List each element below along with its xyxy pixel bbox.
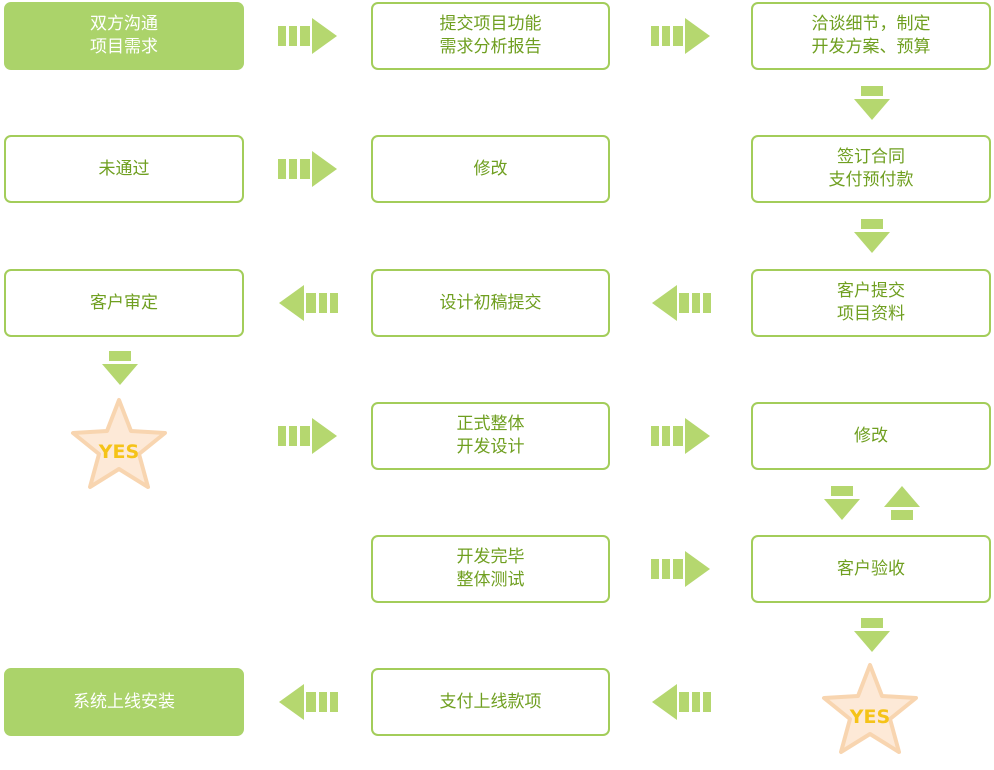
arrow-down-icon [824, 486, 860, 520]
step-formal-development: 正式整体 开发设计 [371, 402, 610, 470]
step-final-payment: 支付上线款项 [371, 668, 610, 736]
arrow-left-icon [652, 684, 711, 720]
step-modify: 修改 [371, 135, 610, 203]
step-not-passed: 未通过 [4, 135, 244, 203]
decision-yes-label-2: YES [849, 706, 890, 728]
arrow-right-icon [651, 551, 710, 587]
decision-yes-star-icon-2: YES [822, 663, 918, 754]
arrow-right-icon [278, 418, 337, 454]
step-modify-2: 修改 [751, 402, 991, 470]
arrow-down-icon [854, 86, 890, 120]
arrow-down-icon [854, 219, 890, 253]
arrow-down-icon [102, 351, 138, 385]
step-submit-requirements-report: 提交项目功能 需求分析报告 [371, 2, 610, 70]
arrow-left-icon [652, 285, 711, 321]
arrow-left-icon [279, 285, 338, 321]
arrow-left-icon [279, 684, 338, 720]
arrow-right-icon [278, 151, 337, 187]
step-communicate-requirements: 双方沟通 项目需求 [4, 2, 244, 70]
step-system-install: 系统上线安装 [4, 668, 244, 736]
arrow-right-icon [278, 18, 337, 54]
step-negotiate-plan-budget: 洽谈细节，制定 开发方案、预算 [751, 2, 991, 70]
step-customer-acceptance: 客户验收 [751, 535, 991, 603]
decision-yes-star-icon: YES [71, 398, 167, 489]
step-development-complete-test: 开发完毕 整体测试 [371, 535, 610, 603]
arrow-right-icon [651, 18, 710, 54]
step-customer-submit-materials: 客户提交 项目资料 [751, 269, 991, 337]
arrow-down-icon [854, 618, 890, 652]
arrow-up-icon [884, 486, 920, 520]
arrow-right-icon [651, 418, 710, 454]
step-sign-contract-prepay: 签订合同 支付预付款 [751, 135, 991, 203]
decision-yes-label: YES [98, 441, 139, 463]
step-customer-review: 客户审定 [4, 269, 244, 337]
step-design-draft-submit: 设计初稿提交 [371, 269, 610, 337]
